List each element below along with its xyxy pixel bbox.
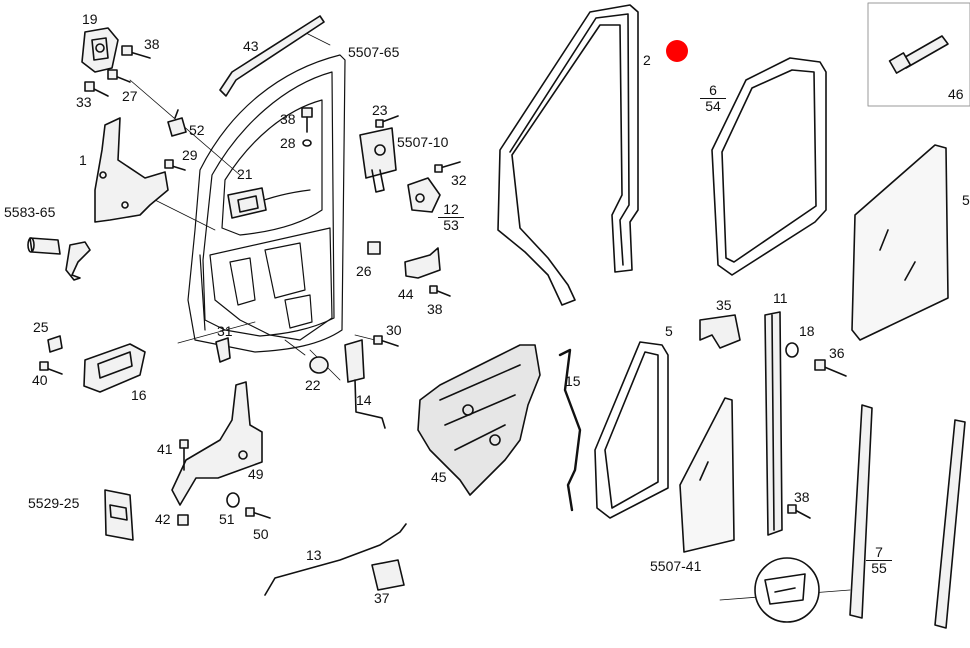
part-38-screw-right bbox=[787, 504, 811, 519]
part-1-bracket bbox=[94, 117, 169, 223]
label-33: 33 bbox=[76, 94, 92, 110]
label-49: 49 bbox=[248, 466, 264, 482]
label-29: 29 bbox=[182, 147, 198, 163]
label-42: 42 bbox=[155, 511, 171, 527]
label-5529-25: 5529-25 bbox=[28, 495, 80, 511]
part-13-rod bbox=[264, 523, 407, 596]
part-14-rod bbox=[344, 339, 386, 429]
label-27: 27 bbox=[122, 88, 138, 104]
fraction-12-53-den: 53 bbox=[443, 217, 459, 233]
label-52: 52 bbox=[189, 122, 205, 138]
part-7-strips bbox=[849, 404, 966, 629]
fraction-7-55: 7 55 bbox=[866, 545, 892, 576]
part-11-channel bbox=[764, 311, 783, 536]
fraction-7-55-num: 7 bbox=[866, 545, 892, 561]
label-45: 45 bbox=[431, 469, 447, 485]
part-18-36 bbox=[785, 342, 847, 377]
label-5583-65: 5583-65 bbox=[4, 204, 56, 220]
label-50: 50 bbox=[253, 526, 269, 542]
part-52-clip bbox=[167, 109, 187, 137]
label-30: 30 bbox=[386, 322, 402, 338]
label-35: 35 bbox=[716, 297, 732, 313]
label-21: 21 bbox=[237, 166, 253, 182]
part-22-plug bbox=[309, 356, 329, 374]
door-frame bbox=[187, 54, 346, 353]
label-43: 43 bbox=[243, 38, 259, 54]
label-1: 1 bbox=[79, 152, 87, 168]
label-38: 38 bbox=[144, 36, 160, 52]
label-19: 19 bbox=[82, 11, 98, 27]
label-11: 11 bbox=[773, 290, 788, 306]
label-44: 44 bbox=[398, 286, 414, 302]
fraction-6-54-num: 6 bbox=[700, 83, 726, 99]
label-46: 46 bbox=[948, 86, 964, 102]
part-2-seal bbox=[497, 4, 639, 306]
label-40: 40 bbox=[32, 372, 48, 388]
label-14: 14 bbox=[356, 392, 372, 408]
label-5507-65: 5507-65 bbox=[348, 44, 400, 60]
label-2: 2 bbox=[643, 52, 651, 68]
label-36: 36 bbox=[829, 345, 845, 361]
label-25: 25 bbox=[33, 319, 49, 335]
screws-top-left bbox=[84, 45, 151, 97]
fraction-6-54: 6 54 bbox=[700, 83, 726, 114]
inset-box-46 bbox=[867, 2, 970, 107]
part-35-clip bbox=[699, 314, 741, 349]
detail-circle bbox=[754, 557, 820, 623]
part-23-screw bbox=[375, 115, 399, 128]
label-51: 51 bbox=[219, 511, 235, 527]
label-16: 16 bbox=[131, 387, 147, 403]
label-23: 23 bbox=[372, 102, 388, 118]
part-15-rod bbox=[558, 348, 582, 512]
part-16-handle bbox=[39, 335, 146, 393]
label-38-right: 38 bbox=[794, 489, 810, 505]
part-43-strip bbox=[219, 15, 325, 97]
part-32-bracket bbox=[407, 161, 461, 213]
part-38-28 bbox=[301, 107, 313, 147]
label-31: 31 bbox=[217, 323, 233, 339]
fraction-6-54-den: 54 bbox=[705, 98, 721, 114]
glass-5507-41 bbox=[679, 397, 735, 553]
label-5-right: 5 bbox=[962, 192, 970, 208]
label-13: 13 bbox=[306, 547, 322, 563]
fraction-12-53-num: 12 bbox=[438, 202, 464, 218]
part-21-handle bbox=[227, 187, 267, 219]
fraction-7-55-den: 55 bbox=[871, 560, 887, 576]
label-41: 41 bbox=[157, 441, 173, 457]
plate-5529-25 bbox=[104, 489, 134, 541]
part-6-frame bbox=[711, 57, 827, 276]
part-5-seal bbox=[594, 341, 669, 519]
hinge-assembly bbox=[171, 381, 271, 526]
label-32: 32 bbox=[451, 172, 467, 188]
part-19-bracket bbox=[81, 27, 119, 73]
label-5507-10: 5507-10 bbox=[397, 134, 449, 150]
label-22: 22 bbox=[305, 377, 321, 393]
part-29-screw bbox=[164, 159, 186, 171]
label-28: 28 bbox=[280, 135, 296, 151]
lock-cylinder-5583-65 bbox=[27, 237, 91, 281]
red-marker-dot bbox=[666, 40, 688, 62]
label-18: 18 bbox=[799, 323, 815, 339]
label-26: 26 bbox=[356, 263, 372, 279]
label-37: 37 bbox=[374, 590, 390, 606]
part-31-clip bbox=[215, 337, 231, 363]
part-30-screw bbox=[373, 335, 399, 347]
part-5-glass-right bbox=[851, 144, 949, 341]
label-5507-41: 5507-41 bbox=[650, 558, 702, 574]
label-38-mid: 38 bbox=[427, 301, 443, 317]
label-38-upper: 38 bbox=[280, 111, 296, 127]
part-45-panel bbox=[417, 344, 541, 496]
label-15: 15 bbox=[565, 373, 581, 389]
fraction-12-53: 12 53 bbox=[438, 202, 464, 233]
label-5: 5 bbox=[665, 323, 673, 339]
part-26-44 bbox=[367, 241, 451, 297]
lock-5507-10 bbox=[359, 127, 397, 193]
